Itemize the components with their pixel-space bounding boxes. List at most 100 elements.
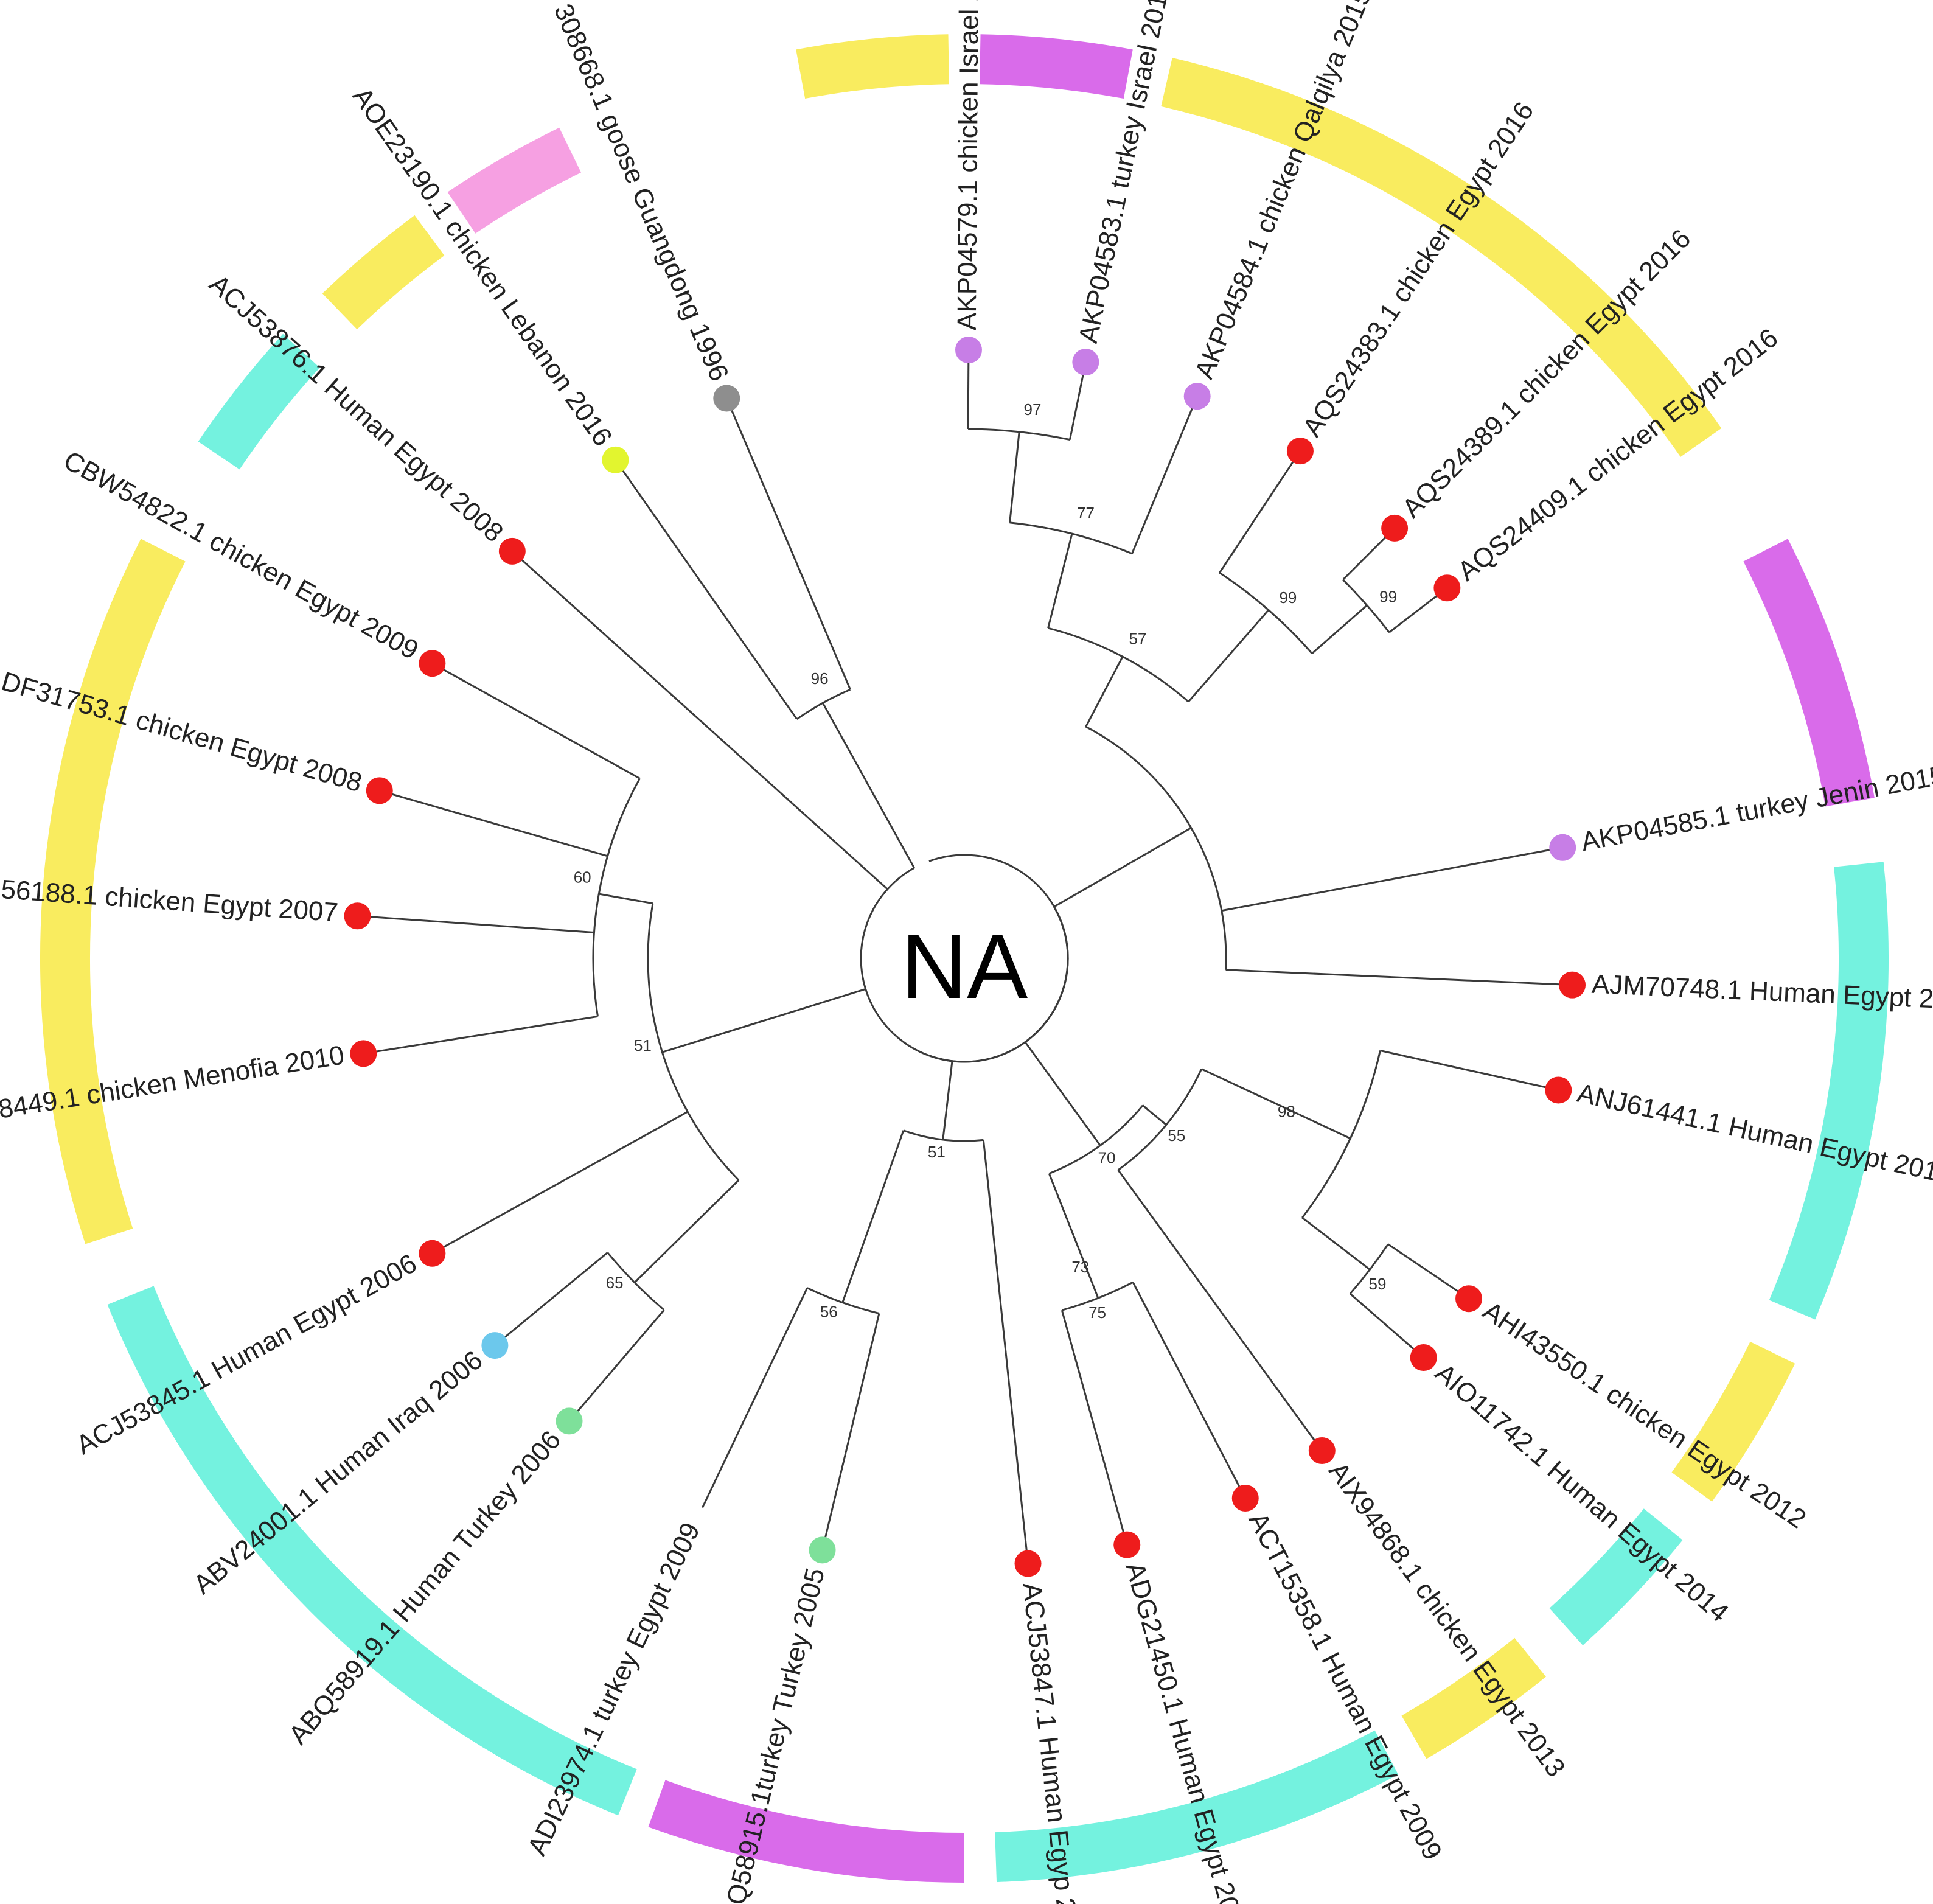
tree-branch: [1024, 1041, 1101, 1146]
tree-branch: [1349, 1292, 1424, 1359]
bootstrap-value: 59: [1369, 1275, 1387, 1293]
leaf-dot-red: [1410, 1344, 1437, 1372]
tree-branch: [841, 1130, 905, 1303]
tree-branch: [363, 1015, 598, 1055]
tree-branch: [615, 459, 798, 720]
bootstrap-value: 98: [1278, 1102, 1295, 1120]
bootstrap-value: 56: [820, 1302, 838, 1320]
bootstrap-value: 51: [928, 1143, 946, 1161]
tree-branch: [1061, 1309, 1128, 1546]
tree-arc: [807, 1287, 880, 1314]
leaf-dot-green: [556, 1407, 583, 1435]
ring-segment-yellow: [322, 215, 445, 330]
ring-segment-cyan: [1549, 1508, 1683, 1645]
ring-segment-magenta: [1743, 539, 1875, 807]
leaf-dot-red: [344, 902, 371, 930]
tree-arc: [1342, 579, 1390, 633]
tree-arc: [968, 428, 1070, 441]
tree-branch: [1131, 396, 1199, 554]
leaf-dot-purple: [1183, 383, 1211, 410]
tree-arc: [1117, 1069, 1203, 1171]
tree-arc: [1061, 1281, 1134, 1311]
leaf-dot-red: [1231, 1485, 1259, 1512]
tree-branch: [431, 1111, 688, 1255]
tree-branch: [1380, 1050, 1559, 1091]
tree-branch: [702, 1287, 809, 1508]
leaf-dot-red: [1545, 1076, 1572, 1104]
tree-arc: [796, 688, 851, 720]
ring-segment-cyan: [1769, 862, 1889, 1320]
bootstrap-value: 55: [1168, 1126, 1185, 1145]
tree-arc: [592, 778, 641, 1017]
bootstrap-value: 77: [1077, 504, 1095, 522]
center-label: NA: [901, 915, 1028, 1017]
tree-branch: [1201, 1068, 1274, 1104]
tree-arc: [1048, 1104, 1144, 1174]
tree-branch: [1009, 431, 1020, 523]
ring-segment-cyan: [198, 333, 320, 470]
leaf-dot-red: [1455, 1285, 1483, 1313]
leaf-dot-grey: [713, 385, 740, 412]
leaf-dot-lime: [602, 446, 629, 473]
tree-branch: [821, 702, 915, 869]
leaf-dot-purple: [1549, 834, 1576, 861]
leaf-dot-red: [419, 650, 446, 677]
bootstrap-value: 99: [1379, 587, 1397, 605]
tree-branch: [1301, 1216, 1371, 1271]
tree-arc: [1009, 521, 1133, 555]
tree-branch: [511, 550, 888, 890]
leaf-dot-red: [1014, 1550, 1042, 1577]
tree-branch: [1085, 656, 1124, 727]
bootstrap-value: 96: [811, 669, 829, 688]
tree-branch: [1221, 846, 1563, 912]
tree-branch: [1132, 1282, 1247, 1499]
tree-branch: [1219, 450, 1301, 574]
tree-branch: [1225, 969, 1573, 986]
ring-segment-yellow: [40, 539, 186, 1244]
tree-branch: [357, 915, 594, 933]
leaf-dot-red: [350, 1040, 377, 1067]
tree-branch: [1048, 1173, 1081, 1254]
leaf-dot-red: [1559, 971, 1586, 999]
leaf-label: YP 308668.1 goose Guangdong 1996: [531, 0, 734, 385]
leaf-dot-red: [1381, 514, 1409, 542]
leaf-dot-red: [366, 777, 393, 804]
tree-branch: [1387, 1243, 1469, 1300]
ring-segment-magenta: [979, 34, 1133, 99]
bootstrap-value: 57: [1129, 629, 1146, 647]
tree-branch: [1142, 1104, 1167, 1126]
bootstrap-value: 97: [1024, 400, 1042, 419]
tree-branch: [942, 1061, 953, 1140]
tree-branch: [568, 1309, 665, 1422]
tree-branch: [1117, 1169, 1323, 1451]
bootstrap-value: 60: [574, 868, 591, 887]
tree-arc: [1301, 1050, 1381, 1219]
leaf-label: AKP04584.1 chicken Qalqilya 2015: [1189, 0, 1377, 383]
tree-branch: [1311, 604, 1368, 655]
ring-segment-cyan: [107, 1286, 637, 1816]
tree-arc: [607, 1252, 665, 1311]
tree-branch: [1079, 1252, 1099, 1299]
tree-branch: [494, 1252, 608, 1347]
leaf-label: AKP04579.1 chicken Israel 2015: [952, 0, 984, 330]
leaf-dot-red: [1308, 1437, 1336, 1465]
leaf-dot-purple: [1072, 349, 1099, 376]
tree-branch: [633, 1179, 740, 1283]
leaf-dots: [344, 337, 1586, 1577]
ring-segment-yellow: [1671, 1341, 1795, 1502]
tree-branch: [599, 893, 653, 905]
root-arc: [928, 854, 1069, 1063]
ring-segment-yellow: [796, 34, 950, 99]
leaf-dot-red: [1286, 438, 1314, 465]
leaf-dot-red: [498, 537, 526, 565]
tree-arc: [1219, 571, 1313, 654]
bootstrap-value: 75: [1088, 1303, 1106, 1322]
tree-branch: [725, 397, 851, 690]
leaf-label: ADF31753.1 chicken Egypt 2008: [0, 661, 366, 798]
ring-segment-yellow: [1401, 1637, 1546, 1759]
color-ring: [40, 34, 1889, 1883]
tree-arc: [1048, 627, 1189, 703]
tree-branch: [1272, 1101, 1351, 1140]
leaf-label: ANJ61441.1 Human Egypt 2014: [1575, 1078, 1933, 1190]
